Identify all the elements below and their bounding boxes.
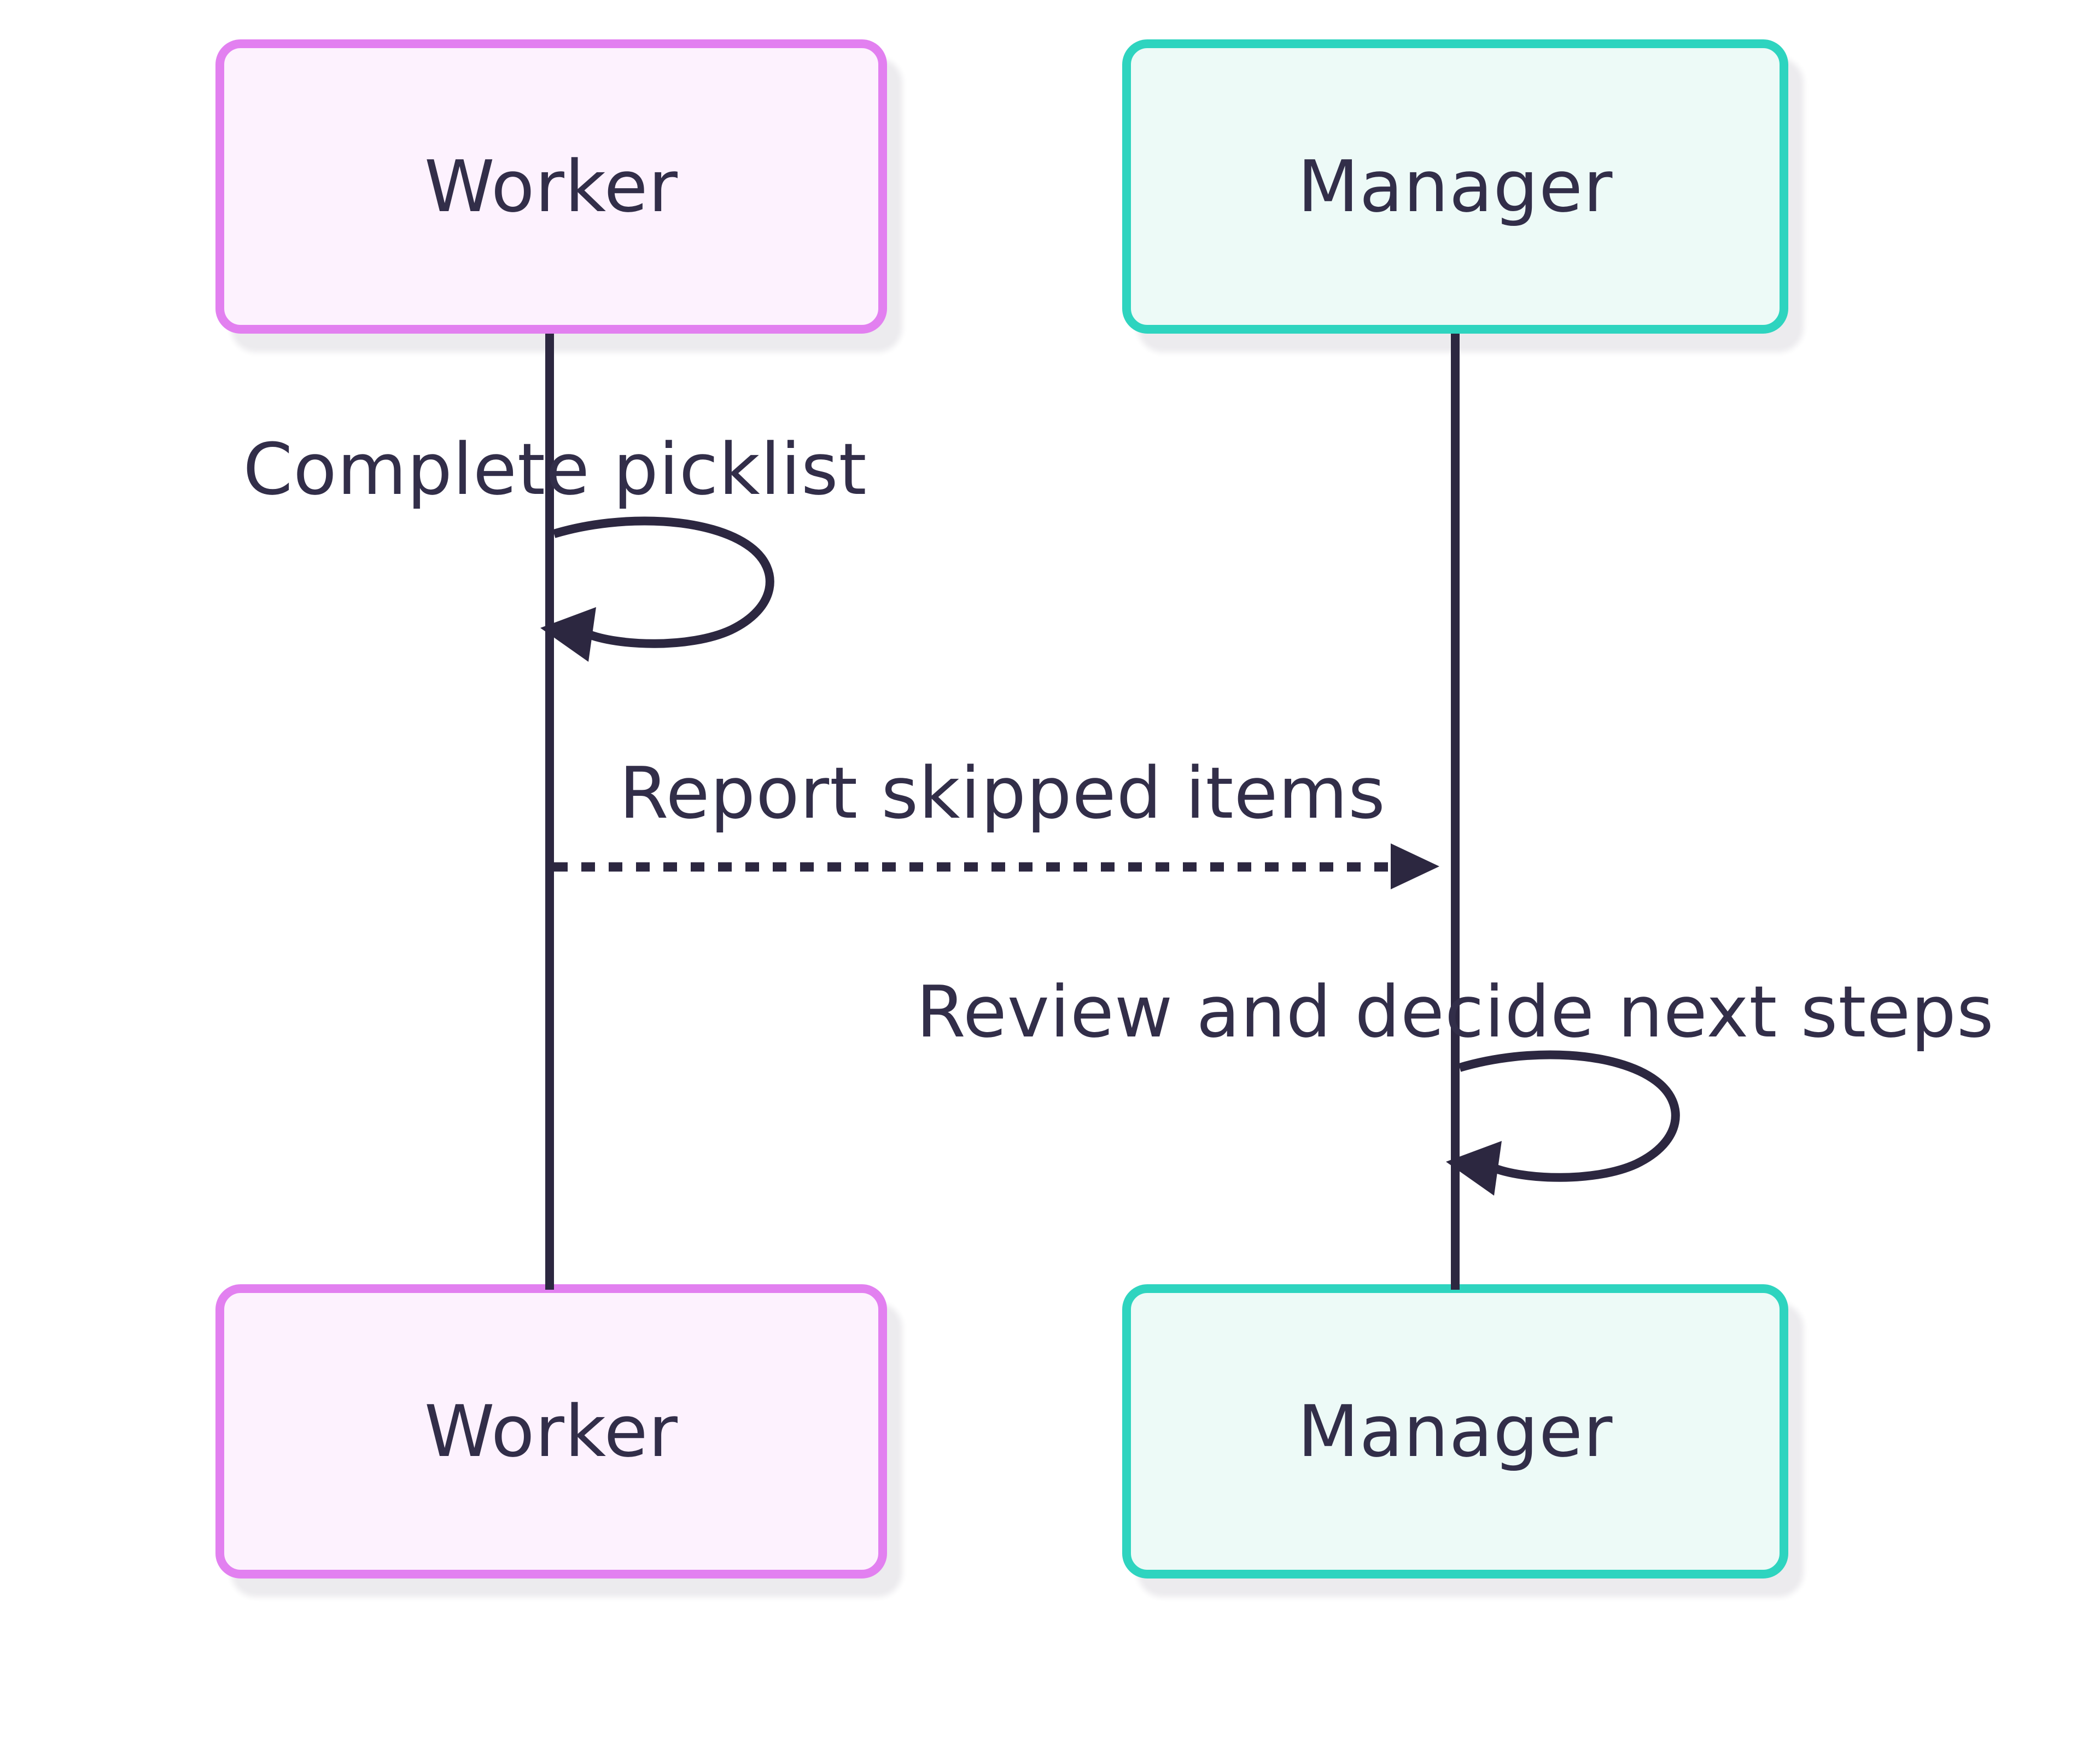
self-loop-worker-arrowhead	[540, 607, 596, 662]
actor-box-manager-top: Manager	[1122, 39, 1788, 334]
actor-box-worker-bottom: Worker	[215, 1284, 887, 1579]
self-loop-worker	[552, 516, 774, 648]
actor-label-worker-top: Worker	[424, 145, 678, 228]
message-label-review-decide-next-steps: Review and decide next steps	[916, 970, 1994, 1053]
message-label-complete-picklist: Complete picklist	[243, 428, 867, 511]
actor-label-worker-bottom: Worker	[424, 1390, 678, 1473]
actor-box-manager-bottom: Manager	[1122, 1284, 1788, 1579]
actor-label-manager-bottom: Manager	[1297, 1390, 1613, 1473]
dashed-message-arrowhead	[1391, 843, 1439, 889]
message-label-report-skipped-items: Report skipped items	[619, 752, 1386, 835]
self-loop-manager-arrowhead	[1446, 1141, 1502, 1196]
actor-box-worker-top: Worker	[215, 39, 887, 334]
actor-label-manager-top: Manager	[1297, 145, 1613, 228]
self-loop-manager	[1458, 1050, 1680, 1182]
